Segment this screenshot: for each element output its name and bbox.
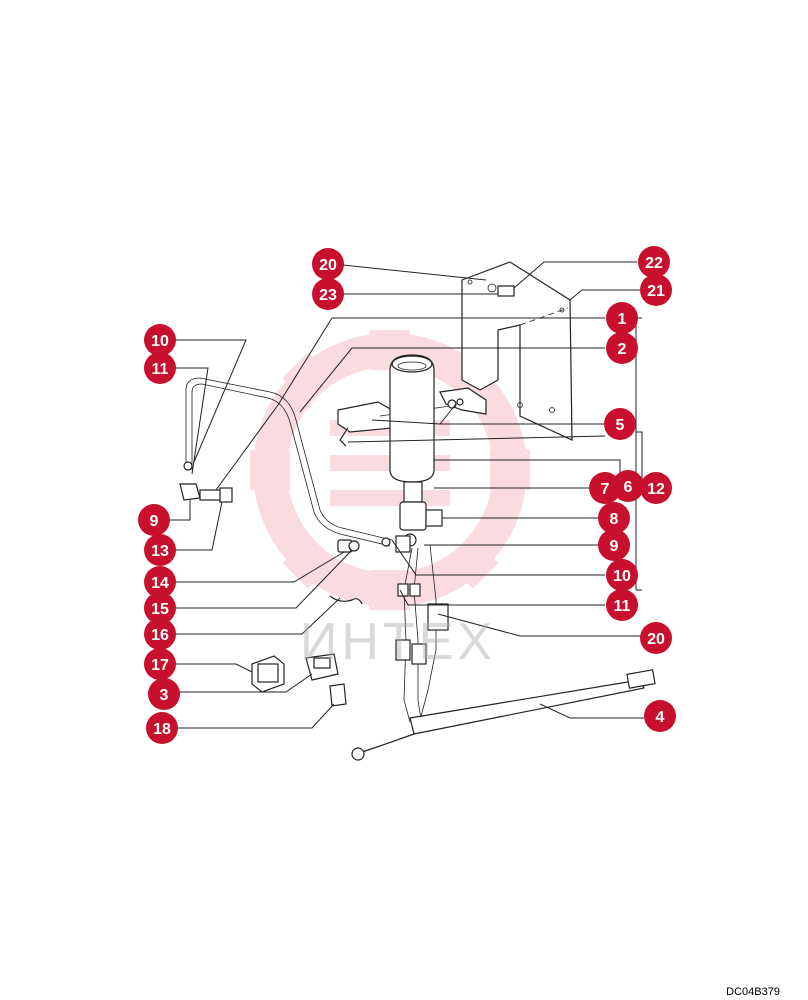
svg-text:10: 10 <box>613 568 631 585</box>
svg-text:20: 20 <box>319 257 337 274</box>
callout-7: 7 <box>589 472 621 504</box>
callout-22: 20 <box>312 248 344 280</box>
callout-1: 1 <box>606 302 638 334</box>
svg-text:22: 22 <box>645 255 663 272</box>
svg-text:16: 16 <box>151 627 169 644</box>
callout-8: 8 <box>598 502 630 534</box>
callout-11-left: 11 <box>144 352 176 384</box>
callout-3: 3 <box>148 678 180 710</box>
fuel-filter-canister <box>389 354 435 483</box>
svg-text:8: 8 <box>610 511 619 528</box>
svg-text:7: 7 <box>601 481 610 498</box>
svg-text:4: 4 <box>656 709 665 726</box>
svg-text:11: 11 <box>614 598 631 615</box>
callout-12: 12 <box>640 472 672 504</box>
callout-6: 6 <box>612 470 644 502</box>
callout-20: 21 <box>640 274 672 306</box>
svg-text:15: 15 <box>151 601 169 618</box>
svg-text:20: 20 <box>647 631 665 648</box>
callout-21: 22 <box>638 246 670 278</box>
callout-5: 5 <box>604 408 636 440</box>
callout-11-right: 11 <box>606 589 638 621</box>
figure-code: DC04B379 <box>726 986 780 998</box>
svg-text:5: 5 <box>616 417 625 434</box>
clamp-bracket <box>337 387 487 447</box>
callout-4: 4 <box>644 700 676 732</box>
svg-text:13: 13 <box>151 543 169 560</box>
svg-text:9: 9 <box>150 513 159 530</box>
svg-text:17: 17 <box>151 657 169 674</box>
svg-text:11: 11 <box>152 361 169 378</box>
svg-text:21: 21 <box>647 283 665 300</box>
small-parts <box>251 595 363 707</box>
wiring-harness <box>351 544 656 761</box>
fuel-line-pipe <box>185 377 393 547</box>
callout-19: 20 <box>640 622 672 654</box>
svg-text:9: 9 <box>610 538 619 555</box>
svg-text:23: 23 <box>319 287 337 304</box>
svg-text:10: 10 <box>151 333 169 350</box>
callout-9-left: 9 <box>138 504 170 536</box>
callout-18: 18 <box>146 712 178 744</box>
callout-13: 13 <box>144 534 176 566</box>
callout-9-right: 9 <box>598 529 630 561</box>
svg-text:6: 6 <box>624 479 633 496</box>
callout-23: 23 <box>312 278 344 310</box>
leader-lines <box>170 261 644 729</box>
callout-10-left: 10 <box>144 324 176 356</box>
svg-text:12: 12 <box>647 481 665 498</box>
callout-14: 14 <box>144 566 176 598</box>
svg-text:18: 18 <box>153 721 171 738</box>
mounting-bracket <box>461 261 573 441</box>
svg-text:3: 3 <box>160 687 169 704</box>
svg-text:14: 14 <box>151 575 169 592</box>
callout-15: 15 <box>144 592 176 624</box>
svg-text:1: 1 <box>618 311 627 328</box>
callout-17: 17 <box>144 648 176 680</box>
svg-text:2: 2 <box>618 341 627 358</box>
pipe-fittings <box>179 461 411 553</box>
callout-2: 2 <box>606 332 638 364</box>
callout-10-right: 10 <box>606 559 638 591</box>
callout-16: 16 <box>144 618 176 650</box>
